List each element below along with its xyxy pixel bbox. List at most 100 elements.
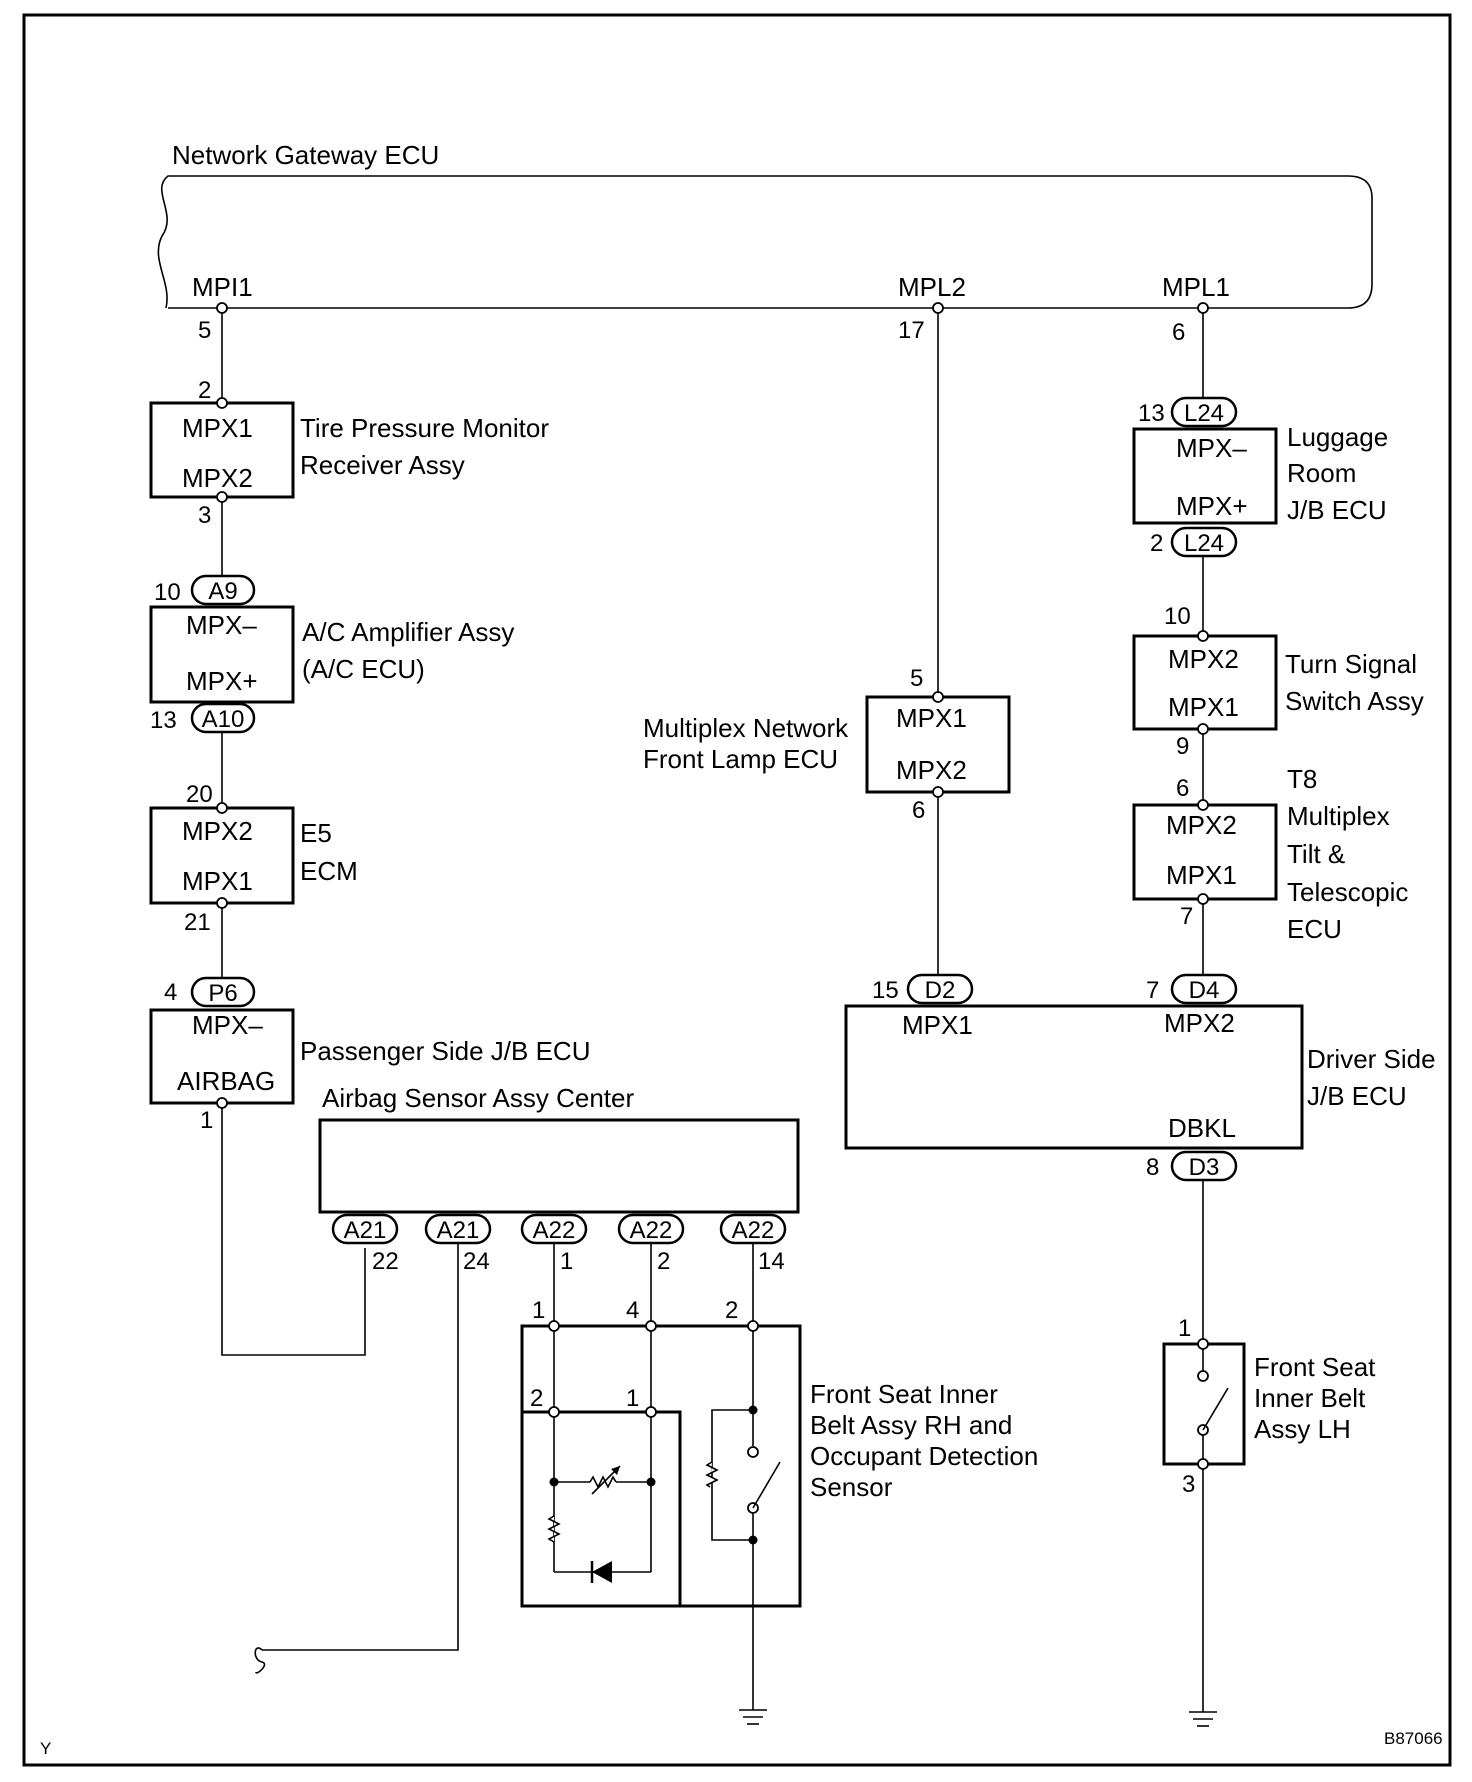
turn-term-1: MPX2 <box>1168 644 1239 674</box>
tire-pin-in: 2 <box>198 377 211 404</box>
gateway-title: Network Gateway ECU <box>172 140 439 170</box>
tire-term-1: MPX1 <box>182 413 253 443</box>
wire-airbag-24 <box>262 1243 459 1651</box>
belt-rh-name-4: Sensor <box>810 1472 893 1502</box>
ac-conn-in-pill <box>190 574 256 606</box>
lug-name-1: Luggage <box>1287 422 1388 452</box>
ecm-name-1: E5 <box>300 818 332 848</box>
lamp-pin-in: 5 <box>910 665 923 692</box>
switch-contact <box>1197 1370 1209 1382</box>
ac-name-1: A/C Amplifier Assy <box>302 617 514 647</box>
turn-pin-in: 10 <box>1164 603 1191 630</box>
airbag-pin-14: 14 <box>758 1248 785 1275</box>
switch-lever <box>1202 1387 1229 1431</box>
lamp-name-1: Multiplex Network <box>643 713 849 743</box>
pass-term-1: MPX– <box>192 1010 263 1040</box>
airbag-box <box>318 1118 800 1214</box>
driver-term-2: MPX2 <box>1164 1008 1235 1038</box>
airbag-name: Airbag Sensor Assy Center <box>322 1083 634 1113</box>
corner-label-right: B87066 <box>1384 1729 1443 1748</box>
ac-term-2: MPX+ <box>186 666 258 696</box>
turn-signal-box <box>1132 634 1278 731</box>
belt-rh-pin-e: 1 <box>626 1385 639 1412</box>
ecm-pin-in: 20 <box>186 781 213 808</box>
gateway-port-mpl1: MPL1 <box>1162 272 1230 302</box>
belt-rh-pin-a: 1 <box>532 1297 545 1324</box>
driver-conn-2-pill <box>1170 973 1238 1005</box>
belt-lh-name-1: Front Seat <box>1254 1352 1376 1382</box>
lug-term-2: MPX+ <box>1176 491 1248 521</box>
lug-conn-in: L24 <box>1184 400 1224 427</box>
tilt-name-1: T8 <box>1287 764 1317 794</box>
turn-pin-out: 9 <box>1176 733 1189 760</box>
tilt-name-5: ECU <box>1287 914 1342 944</box>
pass-conn-in: P6 <box>208 980 237 1007</box>
ecm-term-2: MPX1 <box>182 866 253 896</box>
diagram-frame <box>22 13 1452 1767</box>
airbag-conn-1-pill <box>331 1213 399 1245</box>
tilt-name-3: Tilt & <box>1287 839 1345 869</box>
airbag-pin-2: 2 <box>657 1248 670 1275</box>
tilt-name-4: Telescopic <box>1287 877 1408 907</box>
belt-lh-pin-out: 3 <box>1182 1471 1195 1498</box>
resistor-icon <box>705 1461 719 1488</box>
lamp-name-2: Front Lamp ECU <box>643 744 838 774</box>
luggage-jb-box <box>1132 427 1278 525</box>
pass-name: Passenger Side J/B ECU <box>300 1036 590 1066</box>
ecm-term-1: MPX2 <box>182 816 253 846</box>
gateway-pin-17: 17 <box>898 317 925 344</box>
lamp-term-1: MPX1 <box>896 703 967 733</box>
belt-lh-name-3: Assy LH <box>1254 1414 1351 1444</box>
driver-pin-3: 8 <box>1146 1154 1159 1181</box>
ac-conn-out-pill <box>190 702 256 734</box>
airbag-pin-22: 22 <box>372 1248 399 1275</box>
gateway-pin-6: 6 <box>1172 319 1185 346</box>
tilt-pin-in: 6 <box>1176 775 1189 802</box>
pass-pin-out: 1 <box>200 1107 213 1134</box>
lamp-term-2: MPX2 <box>896 755 967 785</box>
ac-name-2: (A/C ECU) <box>302 654 425 684</box>
tilt-pin-out: 7 <box>1180 903 1193 930</box>
belt-rh-pin-d: 2 <box>530 1385 543 1412</box>
belt-rh-name-2: Belt Assy RH and <box>810 1410 1012 1440</box>
tire-name-2: Receiver Assy <box>300 450 465 480</box>
gateway-pin-5: 5 <box>198 317 211 344</box>
driver-pin-1: 15 <box>872 977 899 1004</box>
var-resistor-icon <box>589 1475 617 1489</box>
ground-icon <box>739 1709 767 1725</box>
lug-pin-in: 13 <box>1138 400 1165 427</box>
ac-conn-in: A9 <box>208 578 237 605</box>
belt-rh-pin-c: 2 <box>725 1297 738 1324</box>
junction-dot <box>549 1477 559 1487</box>
var-resistor-arrowhead <box>611 1466 620 1475</box>
driver-name-1: Driver Side <box>1307 1044 1436 1074</box>
ecm-name-2: ECM <box>300 856 358 886</box>
turn-name-1: Turn Signal <box>1285 649 1417 679</box>
wire-airbag <box>221 1103 366 1356</box>
switch-bypass <box>711 1409 753 1541</box>
resistor-icon <box>547 1515 561 1543</box>
tire-name-1: Tire Pressure Monitor <box>300 413 549 443</box>
ac-term-1: MPX– <box>186 610 257 640</box>
airbag-conn-1: A21 <box>344 1217 387 1244</box>
corner-label-left: Y <box>40 1739 51 1758</box>
driver-pin-2: 7 <box>1146 977 1159 1004</box>
belt-lh-name-2: Inner Belt <box>1254 1383 1366 1413</box>
driver-conn-2: D4 <box>1189 977 1220 1004</box>
tilt-term-2: MPX1 <box>1166 860 1237 890</box>
belt-lh-pin-in: 1 <box>1178 1315 1191 1342</box>
terminal-nodes <box>216 302 1209 1470</box>
driver-conn-1-pill <box>906 973 974 1005</box>
belt-rh-name-3: Occupant Detection <box>810 1441 1038 1471</box>
lamp-pin-out: 6 <box>912 797 925 824</box>
airbag-pin-1: 1 <box>560 1248 573 1275</box>
belt-rh-name-1: Front Seat Inner <box>810 1379 998 1409</box>
driver-term-3: DBKL <box>1168 1113 1236 1143</box>
lug-term-1: MPX– <box>1176 433 1247 463</box>
tilt-term-1: MPX2 <box>1166 810 1237 840</box>
pass-conn-in-pill <box>190 976 256 1008</box>
lug-conn-in-pill <box>1170 396 1238 428</box>
belt-lh-box <box>1162 1342 1246 1466</box>
lug-name-3: J/B ECU <box>1287 495 1387 525</box>
